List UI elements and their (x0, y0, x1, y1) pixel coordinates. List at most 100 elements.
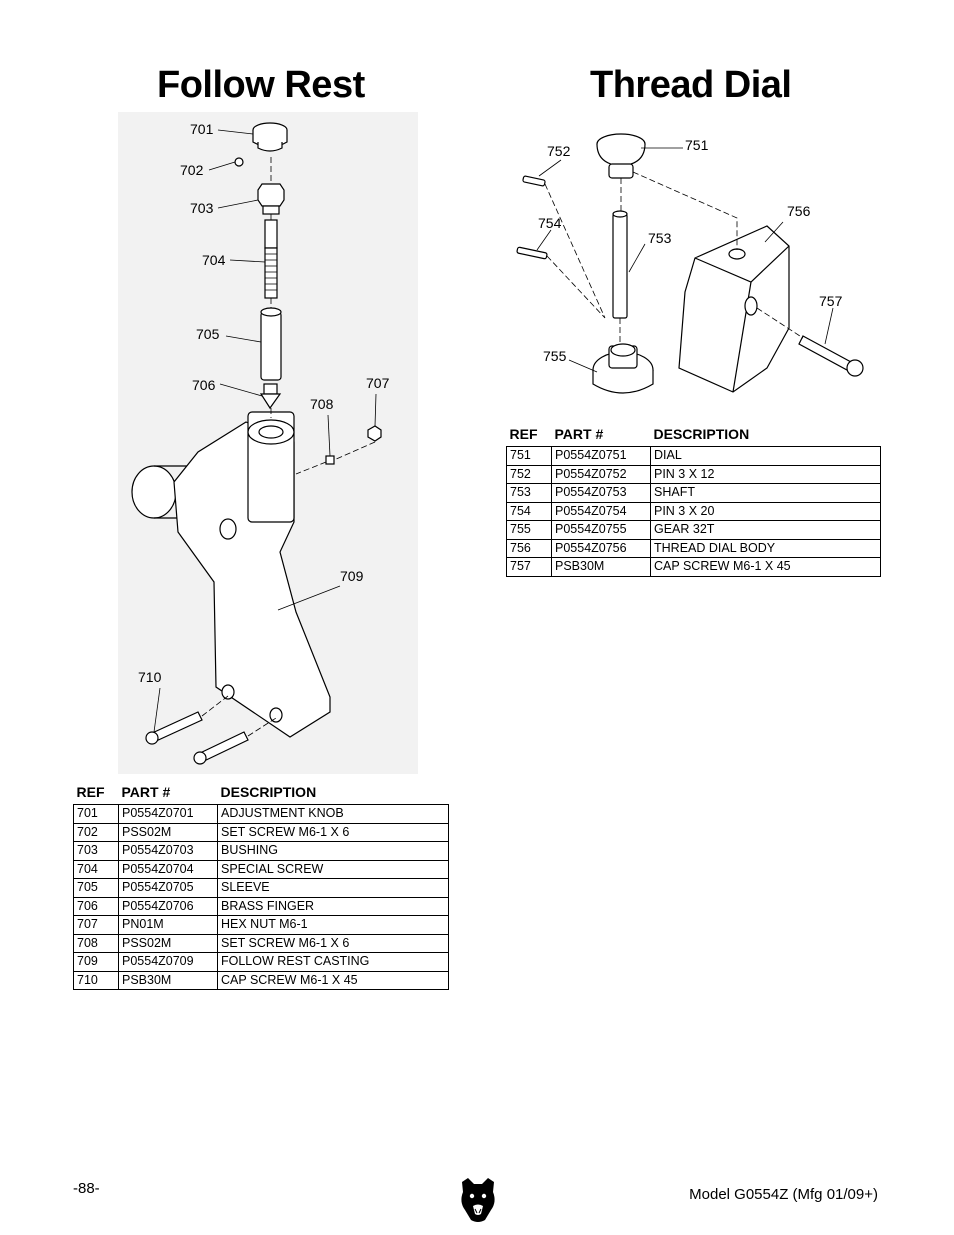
description-cell: THREAD DIAL BODY (650, 538, 881, 558)
callout-756: 756 (787, 203, 811, 219)
part-cell: P0554Z0753 (551, 483, 651, 503)
callout-709: 709 (340, 568, 364, 584)
description-cell: GEAR 32T (650, 520, 881, 540)
callout-708: 708 (310, 396, 334, 412)
part-cell: P0554Z0755 (551, 520, 651, 540)
part-cell: P0554Z0701 (118, 804, 218, 824)
follow-rest-title: Follow Rest (157, 64, 365, 106)
description-cell: CAP SCREW M6-1 X 45 (217, 970, 449, 990)
table-header-row: REF PART # DESCRIPTION (74, 780, 449, 805)
part-cell: P0554Z0756 (551, 538, 651, 558)
part-cell: PN01M (118, 915, 218, 935)
ref-cell: 756 (506, 538, 552, 558)
part-cell: P0554Z0751 (551, 446, 651, 466)
callout-751: 751 (685, 137, 709, 153)
callout-703: 703 (190, 200, 214, 216)
part-header: PART # (121, 784, 171, 800)
ref-header: REF (76, 784, 105, 800)
callout-704: 704 (202, 252, 226, 268)
callout-705: 705 (196, 326, 220, 342)
callout-706: 706 (192, 377, 216, 393)
ref-cell: 753 (506, 483, 552, 503)
part-cell: P0554Z0705 (118, 878, 218, 898)
description-cell: SPECIAL SCREW (217, 859, 449, 879)
part-header: PART # (554, 426, 604, 442)
thread-dial-title: Thread Dial (590, 64, 792, 106)
callout-707: 707 (366, 375, 390, 391)
description-header: DESCRIPTION (220, 784, 317, 800)
bear-head-logo-icon (461, 1178, 495, 1222)
table-header-row: REF PART # DESCRIPTION (507, 422, 881, 447)
description-cell: PIN 3 X 12 (650, 464, 881, 484)
description-cell: PIN 3 X 20 (650, 501, 881, 521)
ref-cell: 752 (506, 464, 552, 484)
callout-755: 755 (543, 348, 567, 364)
ref-header: REF (509, 426, 538, 442)
description-cell: BRASS FINGER (217, 896, 449, 916)
ref-cell: 702 (73, 822, 119, 842)
description-header: DESCRIPTION (653, 426, 750, 442)
ref-cell: 709 (73, 952, 119, 972)
callout-753: 753 (648, 230, 672, 246)
callout-701: 701 (190, 121, 214, 137)
ref-cell: 710 (73, 970, 119, 990)
thread-dial-diagram: 752 751 754 753 756 757 755 (516, 133, 864, 394)
page-number: -88- (73, 1180, 100, 1197)
callout-702: 702 (180, 162, 204, 178)
ref-cell: 704 (73, 859, 119, 879)
part-cell: PSS02M (118, 933, 218, 953)
ref-cell: 701 (73, 804, 119, 824)
ref-cell: 706 (73, 896, 119, 916)
description-cell: SET SCREW M6-1 X 6 (217, 933, 449, 953)
description-cell: CAP SCREW M6-1 X 45 (650, 557, 881, 577)
ref-cell: 703 (73, 841, 119, 861)
part-cell: P0554Z0709 (118, 952, 218, 972)
ref-cell: 754 (506, 501, 552, 521)
description-cell: SLEEVE (217, 878, 449, 898)
ref-cell: 708 (73, 933, 119, 953)
description-cell: DIAL (650, 446, 881, 466)
callout-710: 710 (138, 669, 162, 685)
part-cell: PSB30M (118, 970, 218, 990)
part-cell: P0554Z0754 (551, 501, 651, 521)
part-cell: P0554Z0704 (118, 859, 218, 879)
callout-752: 752 (547, 143, 571, 159)
callout-754: 754 (538, 215, 562, 231)
follow-rest-diagram: 701 702 703 704 705 706 707 708 709 710 (118, 112, 418, 774)
part-cell: PSB30M (551, 557, 651, 577)
part-cell: P0554Z0752 (551, 464, 651, 484)
description-cell: SHAFT (650, 483, 881, 503)
description-cell: BUSHING (217, 841, 449, 861)
ref-cell: 705 (73, 878, 119, 898)
callout-757: 757 (819, 293, 843, 309)
model-label: Model G0554Z (Mfg 01/09+) (689, 1186, 878, 1203)
description-cell: HEX NUT M6-1 (217, 915, 449, 935)
ref-cell: 755 (506, 520, 552, 540)
description-cell: ADJUSTMENT KNOB (217, 804, 449, 824)
ref-cell: 751 (506, 446, 552, 466)
part-cell: P0554Z0706 (118, 896, 218, 916)
description-cell: FOLLOW REST CASTING (217, 952, 449, 972)
ref-cell: 707 (73, 915, 119, 935)
ref-cell: 757 (506, 557, 552, 577)
part-cell: P0554Z0703 (118, 841, 218, 861)
description-cell: SET SCREW M6-1 X 6 (217, 822, 449, 842)
